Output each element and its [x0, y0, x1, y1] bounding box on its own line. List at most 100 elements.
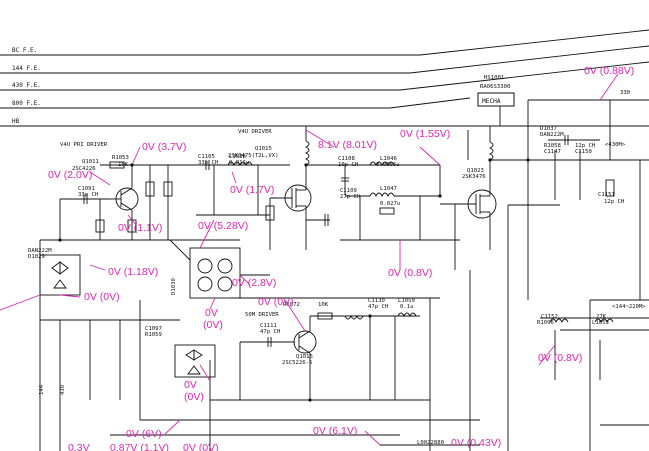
bus-label-hb: HB: [12, 118, 20, 125]
module-ref: HS1001: [484, 75, 504, 81]
c1150-ref: R1058: [544, 143, 561, 149]
voltage-reading: 0V: [205, 307, 218, 319]
c1111-val: 47p CH: [260, 329, 280, 335]
l1038-ref: L1038: [229, 154, 246, 160]
c1130-val: 47p CH: [368, 304, 388, 310]
q1023-ref: Q1023: [467, 168, 484, 174]
q1024-section: L0022880: [380, 440, 480, 446]
q1024-ref: L0022880: [417, 440, 444, 446]
q1016-ref: Q1016: [296, 354, 313, 360]
voltage-reading: 0V (1.7V): [230, 184, 274, 196]
q1016-part: 2SC5226-5: [282, 360, 312, 366]
voltage-reading: 0V (0.8V): [388, 267, 432, 279]
c1147-val: DAN222M: [540, 132, 564, 138]
section-v4u-driver: V4U DRIVER: [238, 129, 272, 135]
bus-label-800: 800 F.E.: [12, 100, 41, 107]
c1151-val: C1150: [575, 149, 592, 155]
section-v4u-pri-driver: V4U PRI DRIVER: [60, 142, 108, 148]
d1037-part: R1059: [145, 332, 162, 338]
bus-lines: BC F.E. 144 F.E. 430 F.E. 800 F.E. HB: [0, 29, 649, 127]
l1046-val: 0.0066u: [376, 162, 400, 168]
l1054-ref: 27K: [596, 314, 607, 320]
r1072-val: 10K: [318, 302, 329, 308]
d1029-ref: DAN222M: [28, 248, 52, 254]
junction-dots: [58, 158, 530, 402]
right-rails: [507, 99, 649, 451]
voltage-reading: 0V (1.18V): [108, 266, 158, 278]
c1109-ref: C1109: [340, 188, 357, 194]
voltage-reading: 0V (2.0V): [48, 169, 92, 181]
lower-rails: 144 430: [39, 270, 480, 451]
voltage-reading: 0V (5.28V): [198, 220, 248, 232]
q1011-ref: Q1011: [82, 159, 99, 165]
q1015-ref: Q1015: [255, 146, 272, 152]
c1151-ref: 12p CH: [575, 143, 595, 149]
bus-label-144: 144 F.E.: [12, 65, 41, 72]
l1046-ref: L1046: [380, 156, 397, 162]
d1029-part: D1029: [28, 254, 45, 260]
module-part: RA06S3300: [480, 84, 510, 90]
voltage-reading: 0V (1.55V): [400, 128, 450, 140]
voltage-reading: 0V (0V): [183, 442, 219, 451]
rail-label-430: 430: [60, 385, 66, 395]
l1047-ref: L1047: [380, 186, 397, 192]
c1109-val: 27p CH: [340, 194, 360, 200]
voltage-reading: 0V (0.88V): [584, 65, 634, 77]
right-filter: D1037 DAN222M R1058 C1147 12p CH C1150 <…: [537, 90, 646, 380]
module-box-label: MECHA: [482, 98, 501, 105]
voltage-reading: 0V (6.1V): [313, 425, 357, 437]
c1105-ref: C1105: [198, 154, 215, 160]
d1037-ref: C1097: [145, 326, 162, 332]
l1050-ref: L1050: [398, 298, 415, 304]
q1015-part: 2SK3475(T2L,VX): [228, 153, 279, 159]
l1053-val: R1096: [537, 320, 554, 326]
r1097-val: 12p CH: [604, 199, 624, 205]
l1054-val: L1053: [592, 320, 609, 326]
l1053-ref: C1152: [541, 314, 558, 320]
c1147-ref: D1037: [540, 126, 557, 132]
band-430: <430M>: [605, 142, 626, 148]
q1023-section: Q1023 2SK3476: [440, 126, 508, 270]
s50m-driver-section: 50M DRIVER R1072 10K C1111 47p CH Q1016 …: [210, 297, 440, 401]
voltage-reading: 0V (3.7V): [142, 141, 186, 153]
voltage-reading: 0V (1.1V): [118, 222, 162, 234]
c1108-ref: C1108: [338, 156, 355, 162]
voltage-reading: (0V): [184, 391, 204, 403]
c1091-val: 33p CH: [78, 192, 98, 198]
voltage-annotations: 0V (0.88V) 0V (3.7V) 8.1V (8.01V) 0V (1.…: [0, 65, 634, 451]
c1150-val: C1147: [544, 149, 561, 155]
voltage-reading: 0V (0V): [84, 291, 120, 303]
band-144-220: <144~220M>: [612, 304, 646, 310]
voltage-reading: 0V (0.43V): [451, 437, 501, 449]
r1053-val: 10K: [118, 162, 129, 168]
q1023-part: 2SK3476: [462, 174, 486, 180]
voltage-reading: 0V: [184, 379, 197, 391]
voltage-reading: 0V (0.8V): [538, 352, 582, 364]
r1053-ref: R1053: [112, 155, 129, 161]
c1091-ref: C1091: [78, 186, 95, 192]
voltage-reading: 0V (0V): [258, 296, 294, 308]
l1047-val: 0.027u: [380, 201, 400, 207]
l1038-val: 0.012u: [229, 160, 249, 166]
voltage-reading: 0.87V (1.1V): [110, 442, 169, 451]
c1111-ref: C1111: [260, 323, 277, 329]
l1050-val: 0.1u: [400, 304, 413, 310]
q1011-part: 2SC4226: [72, 166, 96, 172]
detector-cluster: DAN222M D1029 C1097 R1059 D1030: [28, 239, 270, 378]
c1105-val: 33p CH: [198, 160, 218, 166]
voltage-reading: 0.3V: [68, 442, 90, 451]
rail-label-144: 144: [39, 384, 45, 395]
voltage-reading: 0V (2.8V): [232, 277, 276, 289]
bus-label-430: 430 F.E.: [12, 82, 41, 89]
r1096-val: 330: [620, 90, 630, 96]
voltage-reading: (0V): [203, 319, 223, 331]
v4u-driver-section: V4U DRIVER Q1015 2SK3475(T2L,VX) C1105: [196, 126, 330, 250]
bus-label-bc: BC F.E.: [12, 47, 37, 54]
filter-chain: C1108 10p CH L1046 0.0066u C1109 27p CH …: [306, 156, 460, 241]
section-50m-driver: 50M DRIVER: [245, 312, 279, 318]
r1097-ref: C1151: [598, 192, 615, 198]
c1130-ref: C1130: [368, 298, 385, 304]
c1108-val: 10p CH: [338, 162, 358, 168]
voltage-reading: 0V (6V): [126, 428, 162, 440]
